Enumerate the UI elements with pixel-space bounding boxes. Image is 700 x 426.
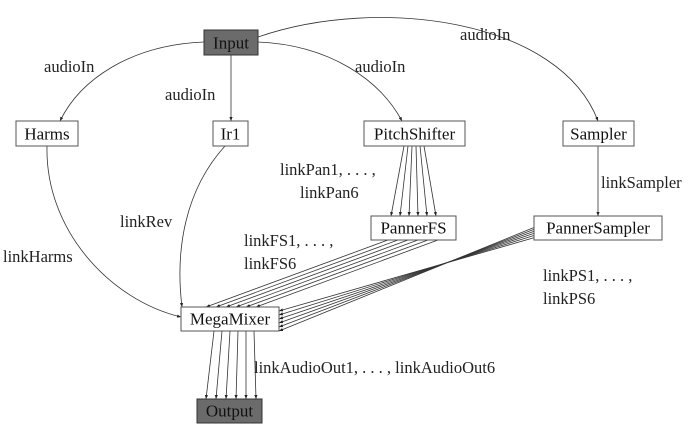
node-sampler-label: Sampler — [570, 125, 627, 144]
edge-pitchshifter-pannerfs-2 — [398, 145, 409, 217]
edge-megamixer-output-6 — [253, 330, 258, 400]
label-linkpan-1: linkPan1, . . . , — [280, 160, 376, 179]
label-audioin-harms: audioIn — [44, 57, 94, 76]
node-pannerfs: PannerFS — [370, 215, 457, 241]
node-output: Output — [196, 398, 263, 424]
node-input: Input — [203, 29, 259, 56]
label-linkfs-6: linkFS6 — [244, 254, 296, 273]
edges — [46, 17, 600, 318]
edge-pitchshifter-pannerfs-5 — [419, 145, 429, 217]
node-pannersampler-label: PannerSampler — [546, 219, 650, 238]
edge-pannerfs-megamixer-5 — [245, 239, 429, 308]
node-harms-label: Harms — [24, 125, 69, 144]
node-output-label: Output — [206, 402, 254, 421]
node-ir1: Ir1 — [212, 120, 249, 147]
node-megamixer-label: MegaMixer — [190, 310, 271, 329]
edge-megamixer-output-4 — [234, 330, 239, 400]
edge-ir1-megamixer — [179, 145, 226, 308]
label-linkrev: linkRev — [120, 212, 173, 231]
edge-megamixer-output-3 — [224, 330, 231, 400]
edge-pannerfs-megamixer-2 — [215, 239, 399, 308]
edge-pannersampler-megamixer-5 — [278, 223, 549, 328]
node-ir1-label: Ir1 — [221, 125, 241, 144]
label-linkaudioout: linkAudioOut1, . . . , linkAudioOut6 — [254, 358, 495, 377]
label-linkharms: linkHarms — [3, 247, 73, 266]
node-pannerfs-label: PannerFS — [380, 219, 446, 238]
node-harms: Harms — [15, 120, 79, 147]
node-pitchshifter-label: PitchShifter — [374, 125, 456, 144]
label-linkps-1: linkPS1, . . . , — [543, 266, 632, 285]
edge-input-pitchshifter — [257, 41, 403, 122]
edge-pitchshifter-pannerfs-4 — [415, 145, 420, 217]
node-sampler: Sampler — [562, 120, 635, 147]
edge-pannersampler-megamixer-4 — [278, 226, 547, 324]
edge-pannerfs-megamixer-6 — [255, 239, 439, 308]
node-pitchshifter: PitchShifter — [363, 120, 466, 147]
node-pannersampler: PannerSampler — [533, 215, 663, 241]
edge-pannersampler-megamixer-3 — [278, 229, 545, 320]
edge-pannerfs-megamixer-1 — [205, 239, 389, 308]
label-audioin-ir1: audioIn — [165, 85, 215, 104]
label-linkpan-6: linkPan6 — [300, 183, 359, 202]
edge-megamixer-output-2 — [214, 330, 223, 400]
edge-harms-megamixer — [46, 145, 182, 318]
node-megamixer: MegaMixer — [180, 306, 280, 332]
label-linkfs-1: linkFS1, . . . , — [244, 231, 333, 250]
edge-input-harms — [59, 41, 205, 122]
edge-input-sampler — [257, 17, 599, 122]
edge-pitchshifter-pannerfs-3 — [407, 145, 413, 217]
label-linksampler: linkSampler — [601, 173, 682, 192]
edge-pitchshifter-pannerfs-6 — [423, 145, 437, 217]
edge-pitchshifter-pannerfs-1 — [390, 145, 405, 217]
label-linkps-6: linkPS6 — [543, 289, 595, 308]
edge-pannersampler-megamixer-1 — [278, 235, 541, 312]
edge-pannersampler-megamixer-6 — [278, 220, 551, 332]
edge-pannerfs-megamixer-3 — [225, 239, 409, 308]
label-audioin-sampler: audioIn — [460, 25, 510, 44]
edge-pannersampler-megamixer-2 — [278, 232, 543, 316]
multi-edges — [204, 145, 551, 400]
node-input-label: Input — [213, 34, 249, 53]
edge-pannerfs-megamixer-4 — [235, 239, 419, 308]
label-audioin-pitchshifter: audioIn — [355, 57, 405, 76]
edge-megamixer-output-1 — [204, 330, 215, 400]
